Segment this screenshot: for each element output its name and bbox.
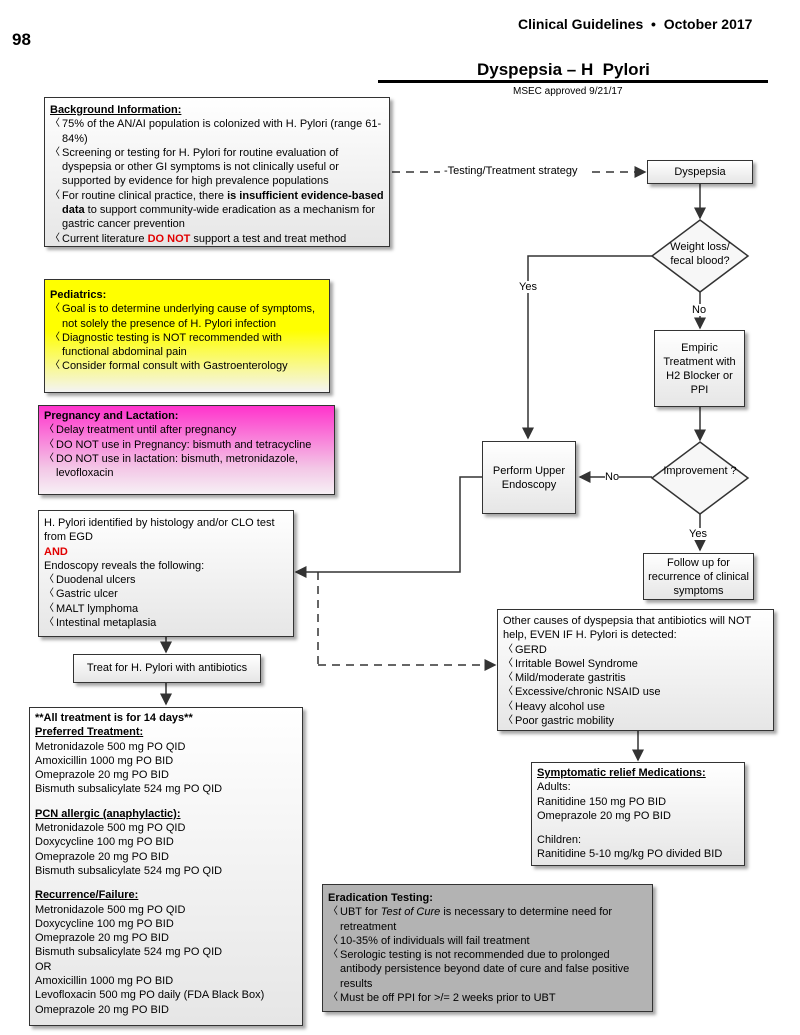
pediatrics-heading: Pediatrics:: [50, 289, 107, 301]
medication-line: Omeprazole 20 mg PO BID: [537, 809, 671, 822]
recurrence-heading: Recurrence/Failure:: [35, 889, 139, 902]
eradication-testing-box: Eradication Testing: UBT for Test of Cur…: [322, 884, 653, 1012]
pregnancy-bullet: Delay treatment until after pregnancy: [44, 423, 329, 438]
cause-item: GERD: [503, 643, 768, 658]
bullet-text: is necessary to determine need for retre…: [340, 906, 613, 933]
bullet-red-text: DO NOT: [147, 232, 191, 245]
cause-item: Excessive/chronic NSAID use: [503, 685, 768, 700]
no-label: No: [605, 471, 620, 483]
yes-label: Yes: [519, 281, 537, 293]
no-label: No: [692, 304, 707, 316]
upper-endoscopy-box: Perform Upper Endoscopy: [482, 441, 576, 514]
yes-label: Yes: [689, 528, 707, 540]
pcn-allergic-heading: PCN allergic (anaphylactic):: [35, 807, 181, 820]
regimen-line: Levofloxacin 500 mg PO daily (FDA Black …: [35, 989, 265, 1002]
eradication-bullet: Must be off PPI for >/= 2 weeks prior to…: [328, 991, 647, 1006]
medication-line: Ranitidine 150 mg PO BID: [537, 795, 667, 808]
regimen-line: Omeprazole 20 mg PO BID: [35, 850, 169, 863]
spacer: [537, 823, 739, 833]
hpylori-line: Endoscopy reveals the following:: [44, 559, 205, 572]
page-title: Dyspepsia – H Pylori: [477, 60, 650, 79]
regimen-line: Bismuth subsalicylate 524 mg PO QID: [35, 783, 223, 796]
background-bullet: Screening or testing for H. Pylori for r…: [50, 146, 384, 189]
other-causes-intro: Other causes of dyspepsia that antibioti…: [503, 615, 752, 642]
pregnancy-heading: Pregnancy and Lactation:: [44, 410, 179, 422]
page-number: 98: [12, 30, 31, 49]
background-bullet: For routine clinical practice, there is …: [50, 189, 384, 232]
finding-item: Intestinal metaplasia: [44, 616, 288, 631]
background-info-box: Background Information: 75% of the AN/AI…: [44, 97, 390, 247]
guidelines-header: Clinical Guidelines • October 2017: [518, 16, 753, 32]
bullet-italic-text: Test of Cure: [380, 906, 441, 919]
spacer: [35, 797, 297, 807]
cause-item: Poor gastric mobility: [503, 714, 768, 729]
pediatrics-bullet: Consider formal consult with Gastroenter…: [50, 359, 324, 374]
hpylori-identified-box: H. Pylori identified by histology and/or…: [38, 510, 294, 637]
empiric-treatment-box: Empiric Treatment with H2 Blocker or PPI: [654, 330, 745, 407]
cause-item: Mild/moderate gastritis: [503, 671, 768, 686]
regimen-line: Bismuth subsalicylate 524 mg PO QID: [35, 864, 223, 877]
regimen-line: Doxycycline 100 mg PO BID: [35, 836, 174, 849]
other-causes-box: Other causes of dyspepsia that antibioti…: [497, 609, 774, 731]
regimen-line: Amoxicillin 1000 mg PO BID: [35, 975, 174, 988]
regimen-line: Bismuth subsalicylate 524 mg PO QID: [35, 946, 223, 959]
bullet-text: Current literature: [62, 232, 148, 245]
treatment-duration-note: **All treatment is for 14 days**: [35, 712, 193, 724]
improvement-question: Improvement ?: [663, 465, 737, 477]
regimen-line: Omeprazole 20 mg PO BID: [35, 769, 169, 782]
finding-item: MALT lymphoma: [44, 602, 288, 617]
adults-label: Adults:: [537, 781, 571, 794]
regimen-line: Omeprazole 20 mg PO BID: [35, 1003, 169, 1016]
pregnancy-box: Pregnancy and Lactation: Delay treatment…: [38, 405, 335, 495]
background-bullet: 75% of the AN/AI population is colonized…: [50, 117, 384, 146]
regimen-line: OR: [35, 960, 52, 973]
bullet-bold-text: is insufficient evidence-based data: [62, 189, 384, 217]
bullet-text: For routine clinical practice, there: [62, 189, 228, 202]
eradication-bullet: Serologic testing is not recommended due…: [328, 948, 647, 991]
symptomatic-heading: Symptomatic relief Medications:: [537, 767, 706, 779]
pregnancy-bullet: DO NOT use in lactation: bismuth, metron…: [44, 452, 329, 481]
children-label: Children:: [537, 834, 582, 847]
approval-note: MSEC approved 9/21/17: [513, 86, 623, 97]
dyspepsia-box: Dyspepsia: [647, 160, 753, 184]
pediatrics-bullet: Goal is to determine underlying cause of…: [50, 302, 324, 331]
strategy-label: -Testing/Treatment strategy: [444, 165, 578, 177]
pediatrics-bullet: Diagnostic testing is NOT recommended wi…: [50, 331, 324, 360]
bullet-text: to support community-wide eradication as…: [62, 204, 376, 231]
bullet-text: UBT for: [340, 906, 381, 919]
regimen-line: Metronidazole 500 mg PO QID: [35, 903, 186, 916]
regimen-line: Omeprazole 20 mg PO BID: [35, 932, 169, 945]
medication-line: Ranitidine 5-10 mg/kg PO divided BID: [537, 848, 723, 861]
eradication-heading: Eradication Testing:: [328, 892, 433, 904]
regimen-line: Doxycycline 100 mg PO BID: [35, 917, 174, 930]
cause-item: Irritable Bowel Syndrome: [503, 657, 768, 672]
treat-hpylori-box: Treat for H. Pylori with antibiotics: [73, 654, 261, 683]
background-heading: Background Information:: [50, 104, 182, 116]
bullet-text: support a test and treat method: [190, 232, 347, 245]
regimen-line: Metronidazole 500 mg PO QID: [35, 740, 186, 753]
eradication-bullet: UBT for Test of Cure is necessary to det…: [328, 905, 647, 934]
and-label: AND: [44, 545, 68, 558]
symptomatic-relief-box: Symptomatic relief Medications: Adults: …: [531, 762, 745, 866]
cause-item: Heavy alcohol use: [503, 700, 768, 715]
weight-diamond: [650, 219, 750, 293]
follow-up-box: Follow up for recurrence of clinical sym…: [643, 553, 754, 600]
pregnancy-bullet: DO NOT use in Pregnancy: bismuth and tet…: [44, 438, 329, 453]
preferred-heading: Preferred Treatment:: [35, 726, 144, 739]
finding-item: Duodenal ulcers: [44, 573, 288, 588]
pediatrics-box: Pediatrics: Goal is to determine underly…: [44, 279, 330, 393]
finding-item: Gastric ulcer: [44, 587, 288, 602]
hpylori-line: H. Pylori identified by histology and/or…: [44, 517, 275, 544]
weight-question: Weight loss/ fecal blood?: [670, 241, 730, 267]
background-bullet: Current literature DO NOT support a test…: [50, 232, 384, 247]
regimen-line: Amoxicillin 1000 mg PO BID: [35, 754, 174, 767]
eradication-bullet: 10-35% of individuals will fail treatmen…: [328, 934, 647, 949]
treatment-regimens-box: **All treatment is for 14 days** Preferr…: [29, 707, 303, 1026]
spacer: [35, 878, 297, 888]
improvement-diamond: [650, 441, 750, 515]
header-rule: [378, 80, 768, 83]
regimen-line: Metronidazole 500 mg PO QID: [35, 822, 186, 835]
